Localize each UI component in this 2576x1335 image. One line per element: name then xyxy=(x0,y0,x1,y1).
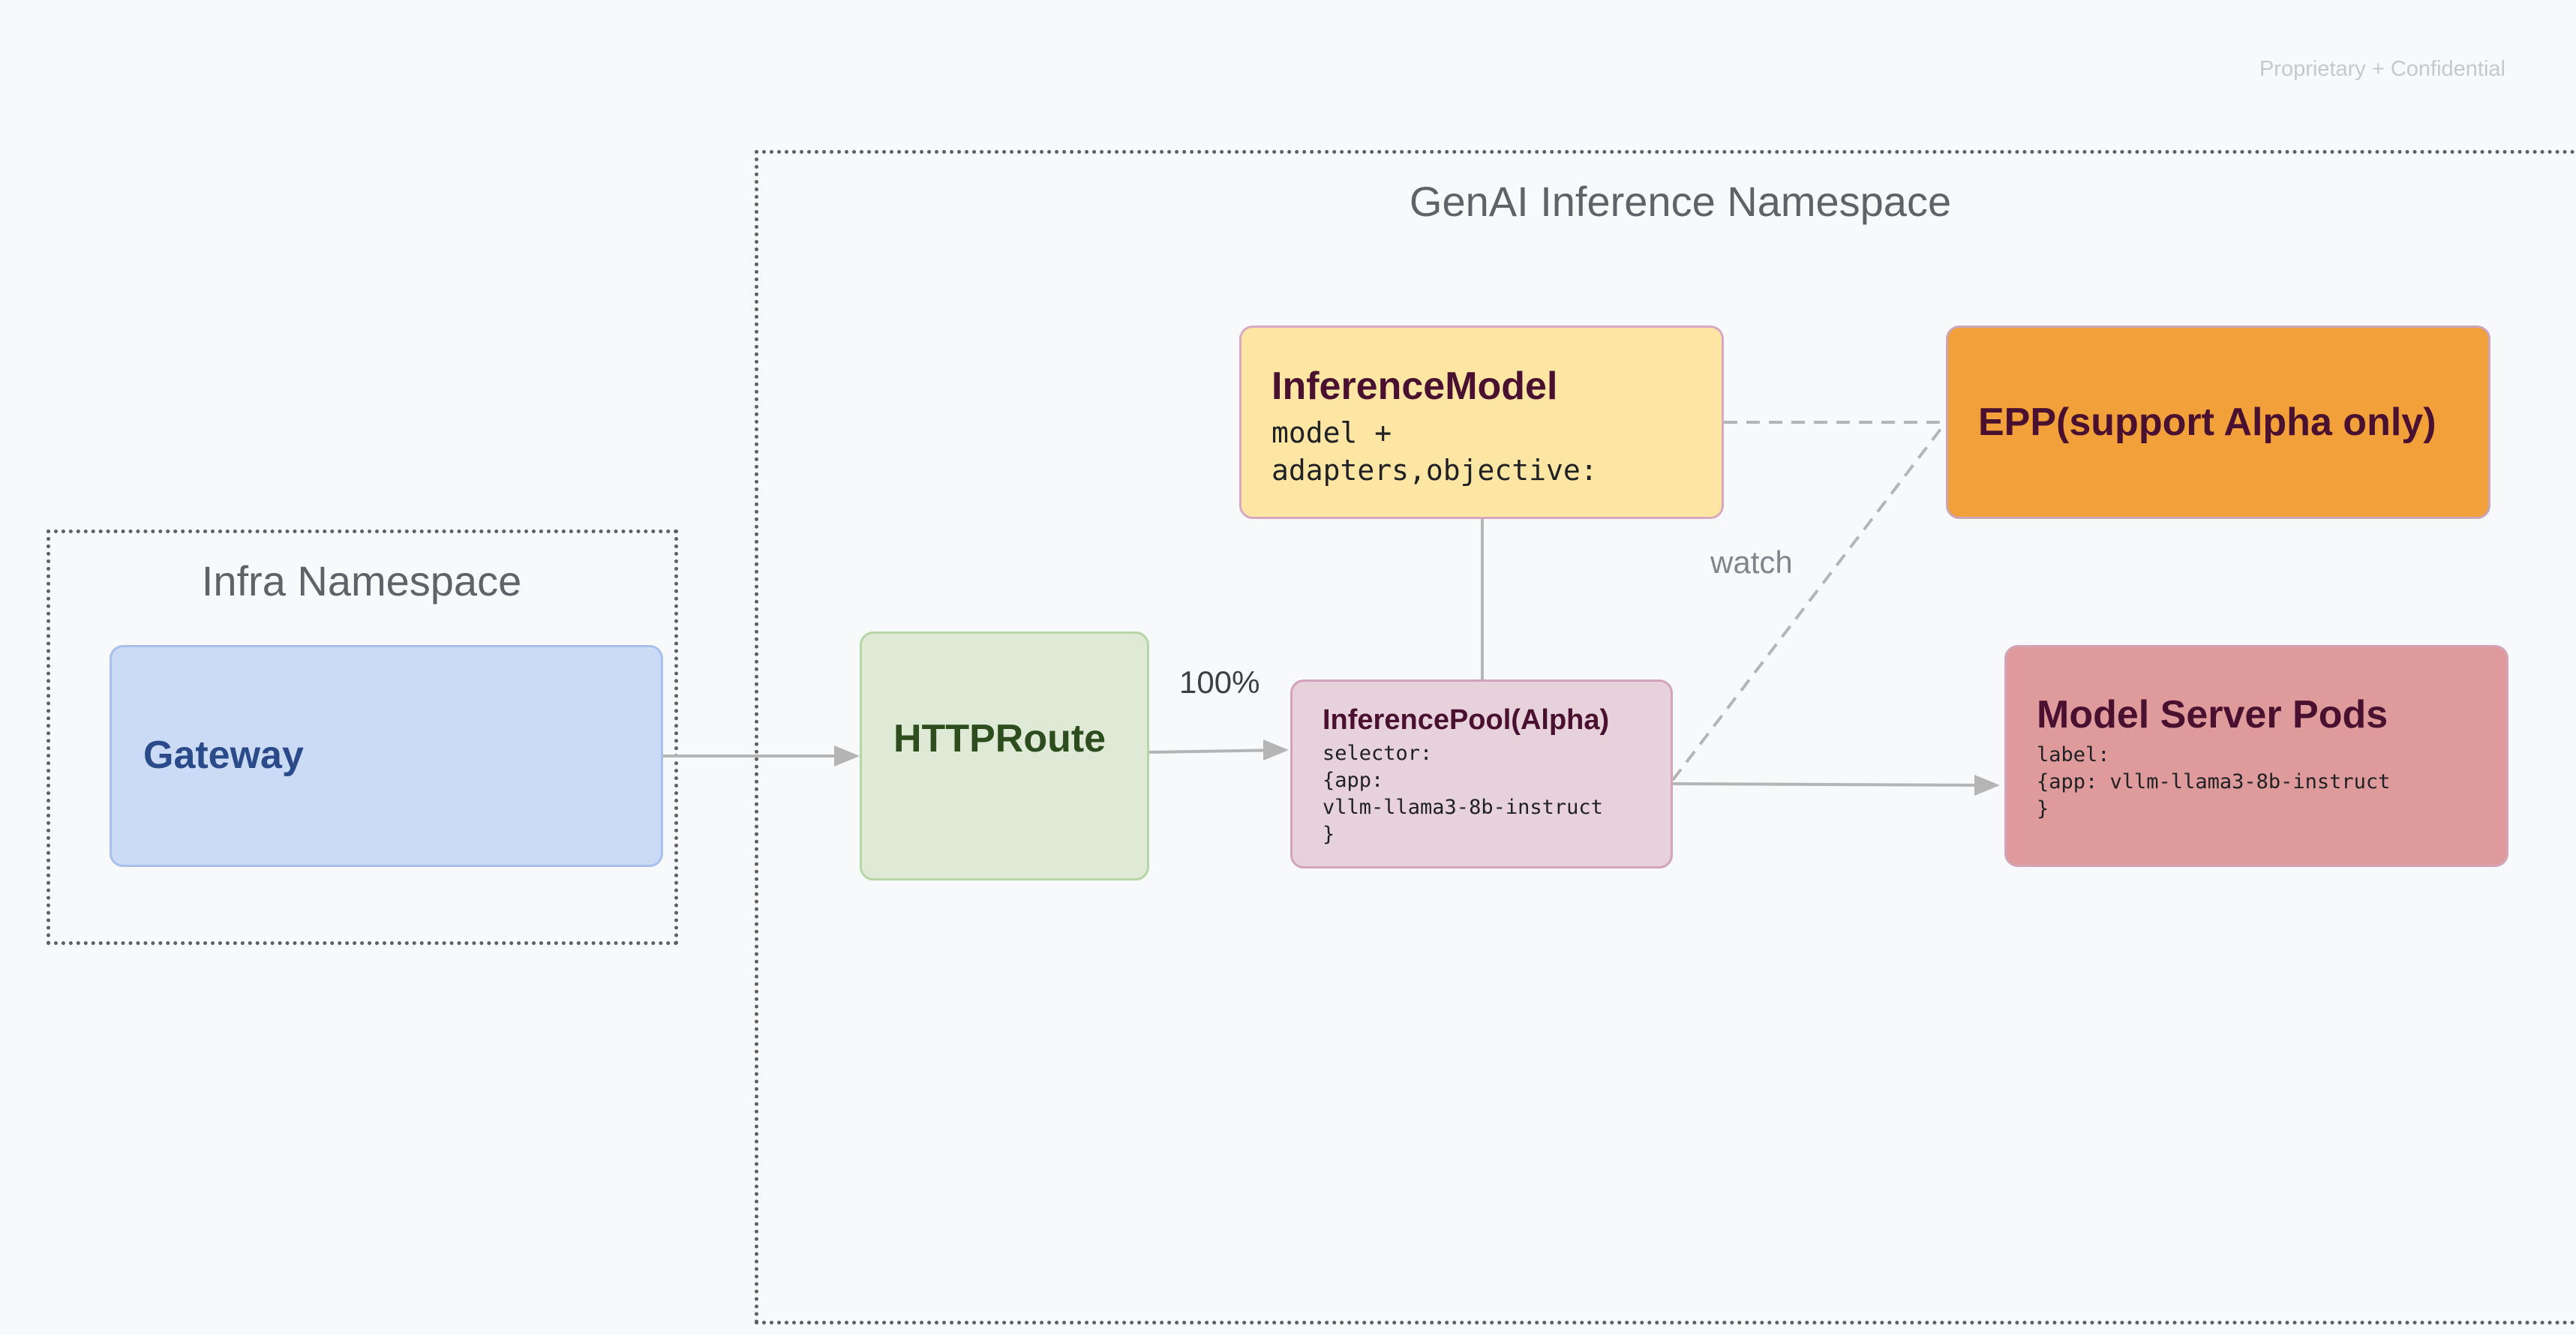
httproute-node[interactable]: HTTPRoute xyxy=(860,632,1149,880)
epp-title: EPP(support Alpha only) xyxy=(1978,400,2436,444)
traffic-split-label: 100% xyxy=(1179,664,1260,700)
model-server-pods-line2: {app: vllm-llama3-8b-instruct xyxy=(2037,770,2391,794)
edge-pool-pods xyxy=(1672,782,1995,787)
infra-namespace-box xyxy=(47,530,678,945)
httproute-title: HTTPRoute xyxy=(893,717,1106,760)
inference-pool-line4: } xyxy=(1323,823,1335,846)
confidential-label: Proprietary + Confidential xyxy=(2259,57,2505,81)
infra-namespace-title: Infra Namespace xyxy=(201,557,522,604)
arrowhead-pods xyxy=(1974,775,2000,796)
model-server-pods-line1: label: xyxy=(2037,743,2110,766)
inference-pool-title: InferencePool(Alpha) xyxy=(1323,704,1610,736)
epp-node[interactable]: EPP(support Alpha only) xyxy=(1946,326,2490,519)
inference-pool-line1: selector: xyxy=(1323,742,1433,765)
inference-pool-line2: {app: xyxy=(1323,769,1384,792)
edge-pool-epp-watch xyxy=(1671,421,1947,782)
inference-model-line1: model + xyxy=(1271,416,1392,449)
inference-model-line2: adapters,objective: xyxy=(1271,454,1598,487)
arrowhead-httproute xyxy=(834,746,860,766)
model-server-pods-node[interactable]: Model Server Pods label: {app: vllm-llam… xyxy=(2004,645,2508,867)
edge-httproute-pool xyxy=(1148,748,1283,754)
model-server-pods-line3: } xyxy=(2037,797,2049,820)
inference-model-title: InferenceModel xyxy=(1271,364,1558,408)
gateway-title: Gateway xyxy=(143,734,304,777)
model-server-pods-title: Model Server Pods xyxy=(2037,693,2388,736)
watch-label: watch xyxy=(1710,544,1793,580)
genai-namespace-title: GenAI Inference Namespace xyxy=(1409,178,1952,225)
inference-pool-line3: vllm-llama3-8b-instruct xyxy=(1323,796,1603,819)
arrowhead-pool xyxy=(1263,740,1289,760)
genai-namespace-box xyxy=(755,150,2576,1324)
inference-pool-node[interactable]: InferencePool(Alpha) selector: {app: vll… xyxy=(1290,680,1673,868)
inference-model-node[interactable]: InferenceModel model + adapters,objectiv… xyxy=(1239,326,1724,519)
gateway-node[interactable]: Gateway xyxy=(110,645,663,867)
